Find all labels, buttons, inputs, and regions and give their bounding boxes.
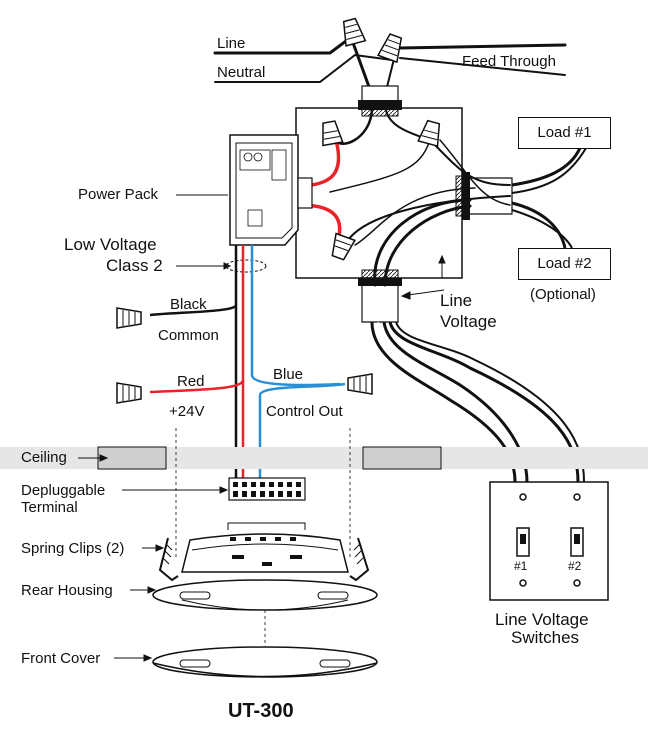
common-label: Common [158, 327, 219, 344]
wire-nut-top-right [376, 33, 403, 64]
spring-clips-label: Spring Clips (2) [21, 540, 125, 557]
optional-label: (Optional) [530, 286, 596, 303]
switches-label-1: Line Voltage [495, 610, 589, 629]
depluggable-label: Depluggable [21, 482, 106, 499]
wire-nut-blue [347, 373, 373, 395]
rear-housing-label: Rear Housing [21, 582, 113, 599]
rear-housing [152, 522, 378, 611]
terminal-label: Terminal [21, 499, 78, 516]
load2-box: Load #2 [518, 248, 611, 280]
red-wire-label: Red [177, 373, 205, 390]
switch-1-label: #1 [514, 559, 528, 573]
feed-wires [213, 36, 567, 97]
switch-2-toggle [570, 527, 584, 557]
control-out-label: Control Out [266, 403, 343, 420]
switch-2-label: #2 [568, 559, 582, 573]
depluggable-terminal [228, 477, 306, 501]
switch-plate [489, 481, 609, 601]
neutral-label: Neutral [217, 64, 266, 81]
load-cables [511, 147, 587, 249]
front-cover-label: Front Cover [21, 650, 101, 667]
pointer-lines [78, 194, 446, 662]
line-voltage-label-1: Line [440, 291, 473, 310]
switches-label-2: Switches [511, 628, 580, 647]
power-pack [229, 134, 313, 246]
power-pack-label: Power Pack [78, 186, 159, 203]
ceiling-label: Ceiling [21, 449, 67, 466]
wire-nut-box-1 [322, 120, 344, 147]
switch-1-toggle [516, 527, 530, 557]
wire-nut-box-3 [331, 232, 356, 261]
feed-through-label: Feed Through [462, 53, 556, 70]
model-title: UT-300 [228, 700, 294, 722]
ceiling [0, 446, 648, 470]
wire-nut-box-2 [417, 119, 441, 148]
line-voltage-label-2: Voltage [440, 312, 497, 331]
load1-box: Load #1 [518, 117, 611, 149]
plus24v-label: +24V [169, 403, 205, 420]
conduit-connector-right [455, 172, 513, 220]
wire-nut-top-left [342, 17, 367, 47]
black-wire-label: Black [170, 296, 207, 313]
low-voltage-label: Low Voltage [64, 235, 157, 254]
blue-wire-label: Blue [273, 366, 304, 383]
conduit-connector-top [358, 85, 402, 117]
spring-clip-left [158, 537, 179, 582]
conduit-connector-bottom [358, 269, 402, 323]
junction-box-wires [298, 108, 511, 287]
class2-label: Class 2 [106, 256, 163, 275]
front-cover [152, 646, 378, 678]
line-label: Line [217, 35, 246, 52]
wire-nut-red [116, 382, 142, 404]
spring-clip-right [349, 537, 370, 582]
wire-nut-black [116, 307, 142, 329]
